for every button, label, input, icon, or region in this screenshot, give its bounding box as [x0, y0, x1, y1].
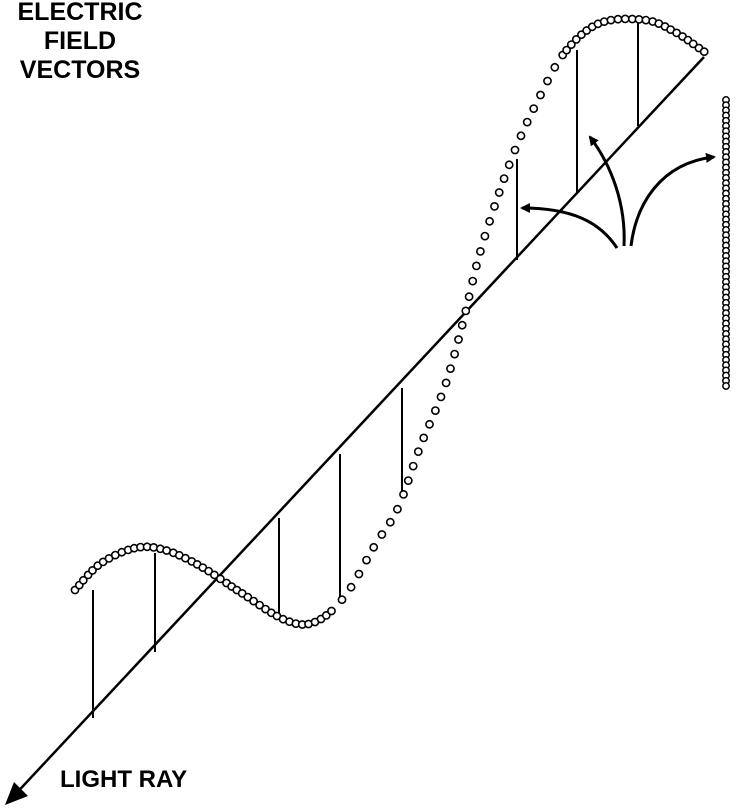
wave-bead	[642, 17, 649, 24]
wave-bead	[405, 477, 412, 484]
wave-bead	[635, 16, 642, 23]
wave-bead	[544, 77, 551, 84]
wave-bead	[410, 463, 417, 470]
light-ray-label: LIGHT RAY	[60, 768, 187, 792]
wave-bead	[477, 248, 484, 255]
wave-bead	[614, 16, 621, 23]
wave-bead	[469, 278, 476, 285]
pointer-arrow	[631, 157, 714, 246]
side-bead-column	[723, 97, 729, 389]
wave-bead	[466, 293, 473, 300]
electric-field-vector-lines	[93, 22, 638, 718]
wave-bead	[447, 365, 454, 372]
wave-bead	[437, 393, 444, 400]
wave-bead	[355, 570, 362, 577]
pointer-arrows	[522, 137, 714, 248]
wave-bead	[517, 132, 524, 139]
wave-bead	[338, 596, 345, 603]
pointer-arrow	[590, 137, 624, 246]
wave-bead	[530, 105, 537, 112]
wave-bead	[400, 491, 407, 498]
wave-bead	[496, 189, 503, 196]
wave-bead	[394, 506, 401, 513]
wave-bead	[491, 203, 498, 210]
wave-bead	[723, 383, 729, 389]
wave-bead	[481, 233, 488, 240]
wave-bead	[459, 322, 466, 329]
wave-bead	[537, 91, 544, 98]
wave-bead	[426, 421, 433, 428]
wave-bead	[328, 607, 335, 614]
wave-bead	[551, 64, 558, 71]
wave-bead	[370, 544, 377, 551]
wave-bead	[506, 161, 513, 168]
wave-bead	[473, 262, 480, 269]
wave-bead	[701, 48, 708, 55]
wave-bead	[622, 15, 629, 22]
wave-bead	[607, 17, 614, 24]
wave-bead	[348, 584, 355, 591]
wave-bead	[387, 519, 394, 526]
wave-beads	[71, 15, 707, 628]
wave-bead	[432, 407, 439, 414]
pointer-arrow	[522, 208, 617, 248]
wave-bead	[363, 557, 370, 564]
wave-bead	[420, 434, 427, 441]
wave-bead	[451, 351, 458, 358]
wave-bead	[524, 119, 531, 126]
wave-bead	[455, 336, 462, 343]
light-ray-axis	[10, 57, 704, 800]
wave-bead	[511, 146, 518, 153]
wave-bead	[462, 307, 469, 314]
wave-bead	[443, 379, 450, 386]
wave-bead	[415, 448, 422, 455]
wave-bead	[378, 531, 385, 538]
wave-bead	[501, 175, 508, 182]
wave-bead	[486, 218, 493, 225]
